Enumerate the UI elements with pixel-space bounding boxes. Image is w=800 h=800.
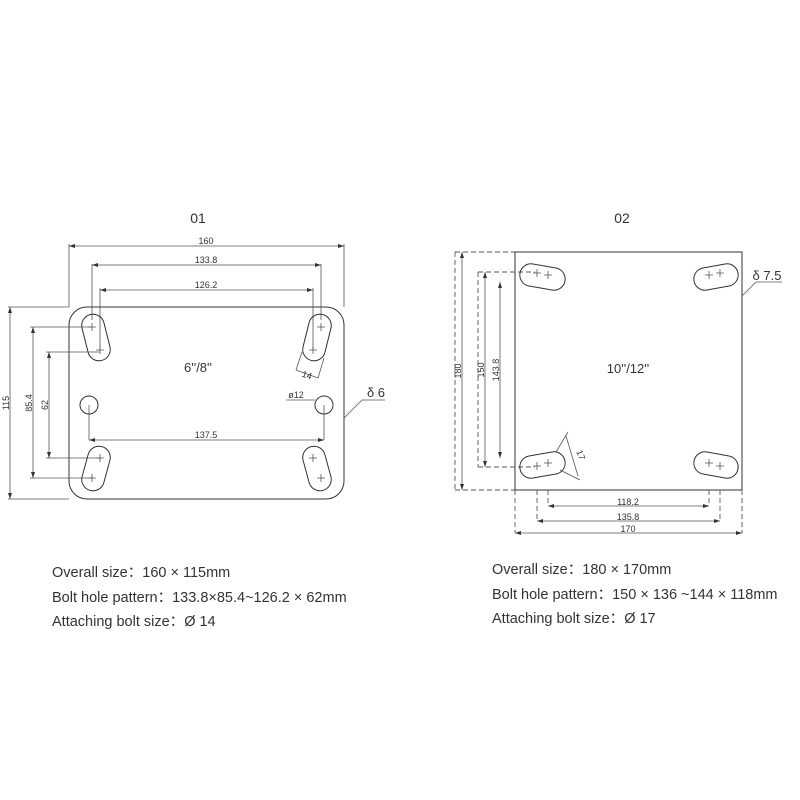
plate-01-slot-bottom-right: [302, 445, 332, 492]
dim-02-thickness: δ 7.5: [753, 268, 782, 283]
dim-02-overall-width: 170: [620, 524, 635, 534]
plate-02-slot-bottom-right: [693, 451, 739, 479]
plate-02-slot-bottom-left: [519, 451, 566, 479]
plate-01-hole-right: [314, 395, 334, 415]
spec-bolt-hole-pattern: Bolt hole pattern：150 × 136 ~144 × 118mm: [492, 583, 778, 608]
plate-02-slot-top-right: [693, 263, 739, 291]
spec-value: 160 × 115mm: [142, 565, 231, 581]
plate-01-slot-top-right: [302, 313, 332, 362]
spec-overall-size: Overall size：160 × 115mm: [52, 561, 347, 586]
spec-attaching-bolt-size: Attaching bolt size：Ø 17: [492, 607, 778, 632]
spec-label: Attaching bolt size：: [492, 611, 625, 627]
dim-01-overall-width: 160: [198, 236, 213, 246]
plate-02-drawing: 02 180 150 143.8 118.2 135.8 170: [453, 210, 782, 535]
spec-value: Ø 17: [624, 611, 656, 627]
dim-01-outer-pattern-height: 85.4: [24, 394, 34, 412]
dim-01-inner-pattern-width: 126.2: [195, 280, 218, 290]
spec-label: Bolt hole pattern：: [492, 586, 613, 603]
plate-01-label: 01: [190, 210, 206, 226]
plate-01-drawing: 01 160 133.8 126.2 137.5 115: [1, 210, 385, 500]
dim-01-slot-width: 14: [301, 369, 314, 382]
plate-02-specs: Overall size：180 × 170mm Bolt hole patte…: [492, 558, 778, 632]
spec-label: Attaching bolt size：: [52, 614, 185, 630]
dim-01-inner-pattern-height: 62: [40, 400, 50, 410]
plate-02-outline: [514, 251, 743, 491]
dim-01-thickness: δ 6: [367, 385, 385, 400]
plate-01-slot-bottom-left: [81, 445, 111, 492]
plate-01-hole-left: [79, 395, 99, 415]
dim-02-overall-height: 180: [453, 363, 463, 378]
dim-02-outer-pattern-width: 135.8: [617, 512, 640, 522]
dim-02-outer-pattern-height: 150: [476, 362, 486, 377]
spec-value: 150 × 136 ~144 × 118mm: [612, 586, 778, 603]
spec-label: Overall size：: [492, 562, 583, 578]
plate-01-wheel-size: 6''/8'': [184, 360, 212, 375]
dim-01-lower-pattern-width: 137.5: [195, 430, 218, 440]
plate-02-wheel-size: 10''/12'': [607, 361, 649, 376]
dim-02-inner-pattern-width: 118.2: [617, 497, 639, 507]
spec-attaching-bolt-size: Attaching bolt size：Ø 14: [52, 610, 347, 635]
plate-02-label: 02: [614, 210, 630, 226]
dim-02-inner-pattern-height: 143.8: [491, 359, 501, 382]
spec-label: Bolt hole pattern：: [52, 589, 173, 606]
plate-01-slot-top-left: [81, 313, 111, 362]
dim-01-outer-pattern-width: 133.8: [195, 255, 218, 265]
spec-value: 180 × 170mm: [582, 562, 672, 578]
spec-bolt-hole-pattern: Bolt hole pattern：133.8×85.4~126.2 × 62m…: [52, 586, 347, 611]
spec-label: Overall size：: [52, 565, 143, 581]
dim-02-slot-width: 17: [574, 449, 587, 462]
dim-01-hole-diameter: ø12: [288, 390, 304, 400]
plate-01-outline: [68, 306, 345, 500]
spec-value: Ø 14: [184, 614, 216, 630]
spec-overall-size: Overall size：180 × 170mm: [492, 558, 778, 583]
plate-01-specs: Overall size：160 × 115mm Bolt hole patte…: [52, 561, 347, 635]
spec-value: 133.8×85.4~126.2 × 62mm: [172, 589, 347, 606]
plate-02-slot-top-left: [519, 263, 566, 291]
dim-01-overall-height: 115: [1, 396, 11, 410]
